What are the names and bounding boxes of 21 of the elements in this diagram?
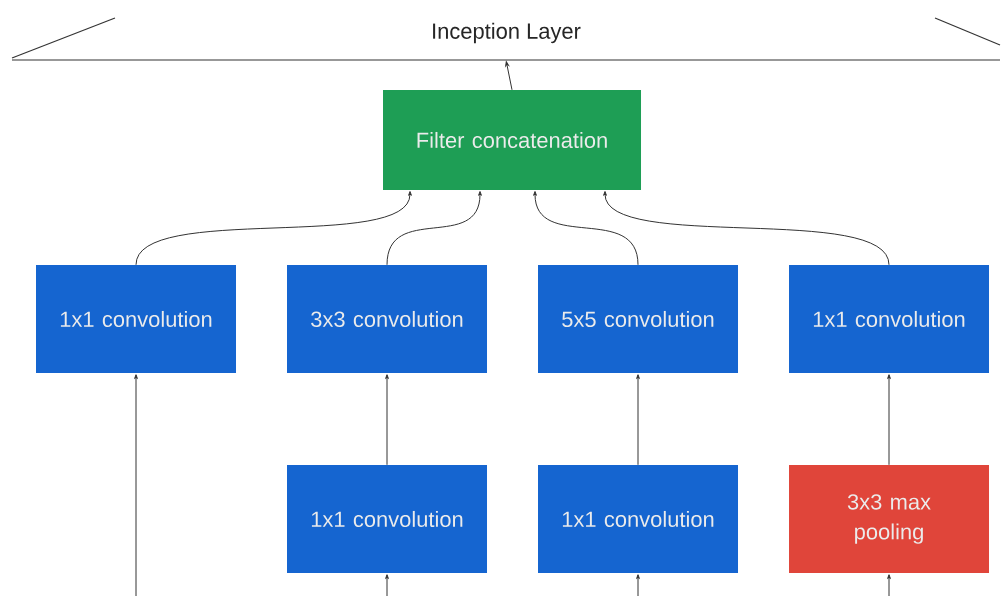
convolution-box: 1x1 convolution — [538, 465, 738, 573]
convolution-box: 1x1 convolution — [287, 465, 487, 573]
arrow — [603, 191, 890, 266]
arrow — [887, 574, 891, 596]
arrow — [887, 374, 891, 466]
arrow — [135, 191, 412, 266]
arrow — [505, 61, 513, 91]
convolution-box: 1x1 convolution — [36, 265, 236, 373]
convolution-box: 1x1 convolution — [789, 265, 989, 373]
arrow — [385, 574, 389, 596]
concatenation-box: Filter concatenation — [383, 90, 641, 190]
arrow — [636, 374, 640, 466]
arrow — [134, 374, 138, 596]
arrow — [386, 191, 482, 266]
arrow — [533, 191, 639, 266]
arrow — [385, 374, 389, 466]
layer-band: Inception Layer — [11, 17, 1001, 61]
convolution-box: 5x5 convolution — [538, 265, 738, 373]
pooling-box: 3x3 max pooling — [789, 465, 989, 573]
arrow — [636, 574, 640, 596]
convolution-box: 3x3 convolution — [287, 265, 487, 373]
